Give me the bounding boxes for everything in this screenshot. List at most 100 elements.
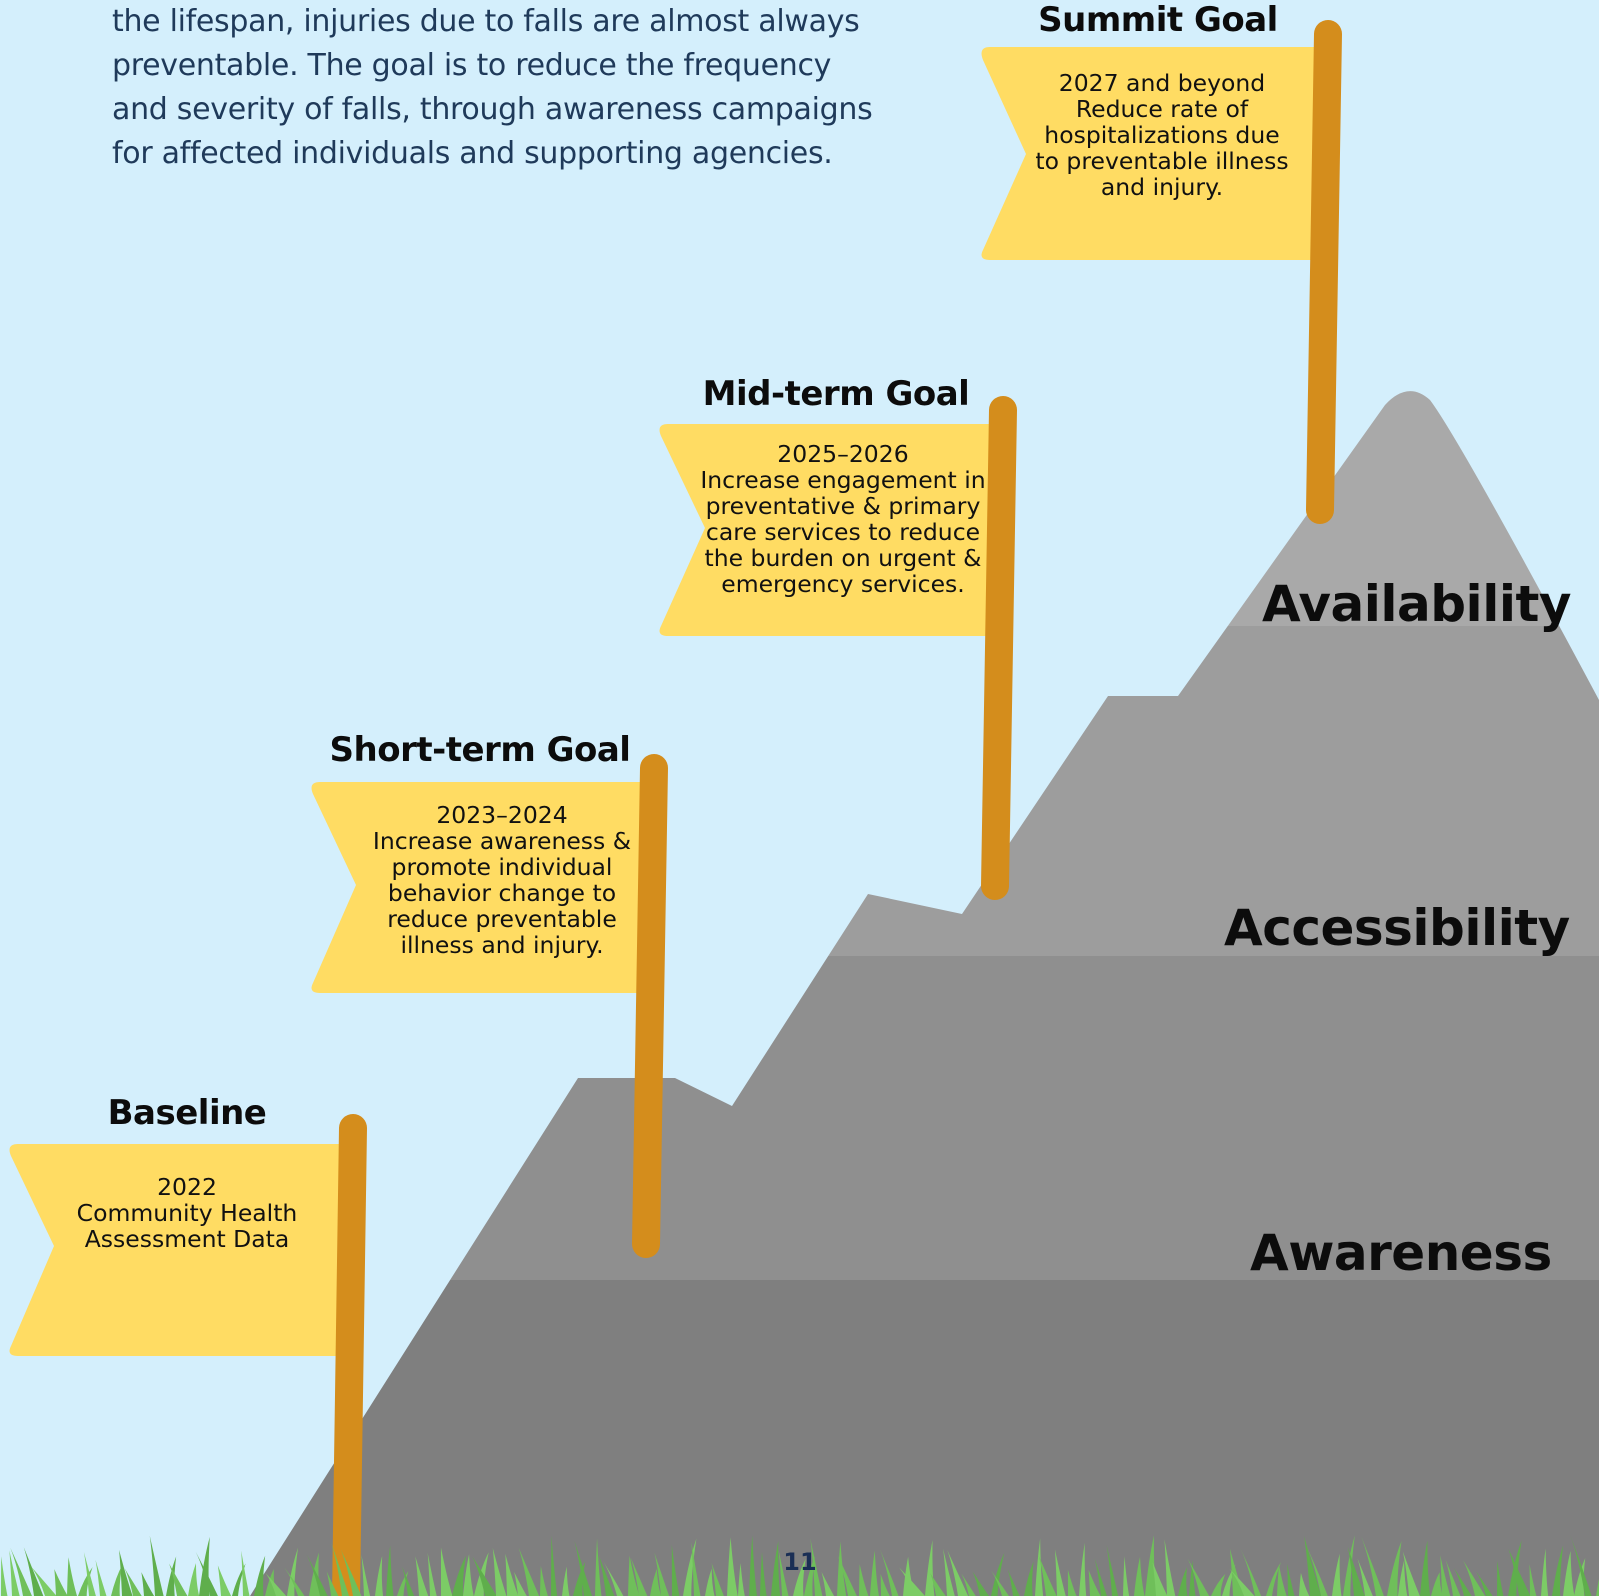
- short-term-goal-line: Increase awareness &: [372, 827, 632, 855]
- grass-blade: [188, 1563, 200, 1596]
- mid-term-goal-line: preventative & primary: [705, 492, 981, 520]
- grass-blade: [551, 1535, 558, 1596]
- grass-blade: [1287, 1563, 1295, 1596]
- grass-blade: [930, 1573, 946, 1596]
- grass-blade: [1088, 1569, 1101, 1596]
- grass-blade: [402, 1566, 415, 1596]
- baseline-flag-pole: [332, 1114, 367, 1596]
- short-term-goal-text: 2023–2024 Increase awareness & promote i…: [373, 802, 631, 958]
- mid-term-goal-line: care services to reduce: [705, 518, 981, 546]
- short-term-flag: [311, 754, 668, 1258]
- grass-blade: [265, 1573, 287, 1596]
- grass-blade: [880, 1573, 890, 1596]
- grass-blade: [284, 1567, 305, 1596]
- grass-blade: [141, 1572, 155, 1596]
- grass-blade: [602, 1560, 624, 1596]
- grass-blade: [1094, 1558, 1108, 1596]
- grass-blade: [331, 1542, 349, 1596]
- mid-term-flag-pole: [981, 396, 1017, 900]
- mid-term-goal-text: 2025–2026 Increase engagement in prevent…: [700, 441, 985, 597]
- mid-term-flag: [659, 396, 1017, 900]
- grass-blade: [492, 1547, 507, 1596]
- grass-blade: [598, 1554, 615, 1596]
- grass-blade: [287, 1547, 299, 1596]
- grass-blade: [1067, 1569, 1077, 1596]
- grass-blade: [1431, 1572, 1443, 1596]
- grass-blade: [1529, 1564, 1537, 1596]
- grass-blade: [375, 1555, 384, 1596]
- grass-blade: [124, 1568, 142, 1596]
- grass-blade: [254, 1555, 266, 1596]
- grass-blade: [1445, 1559, 1461, 1596]
- grass: [1, 1534, 1599, 1596]
- grass-blade: [1187, 1558, 1210, 1596]
- grass-blade: [1, 1556, 8, 1596]
- short-term-goal-line: promote individual: [391, 853, 613, 881]
- grass-blade: [1570, 1534, 1592, 1596]
- grass-blade: [821, 1571, 835, 1596]
- tier-accessibility: Accessibility: [1224, 899, 1570, 957]
- grass-blade: [169, 1563, 188, 1596]
- mid-term-goal-line: the burden on urgent &: [704, 544, 982, 572]
- baseline-line: Assessment Data: [84, 1225, 290, 1253]
- grass-blade: [1164, 1539, 1176, 1596]
- short-term-flag-pole: [632, 754, 668, 1258]
- grass-blade: [1387, 1540, 1402, 1596]
- grass-blade: [1266, 1562, 1281, 1596]
- grass-blade: [1306, 1545, 1328, 1596]
- grass-blade: [540, 1565, 548, 1596]
- grass-blade: [9, 1550, 20, 1596]
- grass-blade: [628, 1555, 640, 1596]
- grass-blade: [947, 1550, 969, 1596]
- intro-line: and severity of falls, through awareness…: [112, 92, 873, 127]
- grass-blade: [1229, 1568, 1255, 1596]
- grass-blade: [1145, 1535, 1157, 1596]
- grass-blade: [1402, 1551, 1420, 1596]
- grass-blade: [810, 1538, 823, 1596]
- short-term-goal-title: Short-term Goal: [329, 730, 631, 770]
- grass-blade: [1420, 1540, 1431, 1596]
- grass-blade: [111, 1564, 123, 1596]
- grass-blade: [1440, 1555, 1451, 1596]
- grass-blade: [705, 1568, 715, 1596]
- baseline-year: 2022: [157, 1173, 217, 1201]
- grass-blade: [241, 1550, 250, 1596]
- grass-blade: [595, 1538, 602, 1596]
- grass-blade: [1038, 1555, 1057, 1596]
- grass-blade: [749, 1535, 758, 1596]
- grass-blade: [671, 1544, 680, 1596]
- short-term-goal-line: reduce preventable: [387, 905, 617, 933]
- grass-blade: [1229, 1548, 1245, 1596]
- mid-term-goal-title: Mid-term Goal: [702, 374, 970, 414]
- grass-blade: [991, 1552, 1005, 1596]
- grass-blade: [1508, 1548, 1531, 1596]
- grass-blade: [195, 1551, 218, 1596]
- grass-blade: [1552, 1545, 1564, 1596]
- grass-blade: [771, 1540, 781, 1596]
- grass-blade: [943, 1548, 955, 1596]
- short-term-flag-banner: [311, 782, 652, 993]
- grass-blade: [1361, 1536, 1384, 1596]
- grass-blade: [1079, 1542, 1087, 1596]
- grass-blade: [793, 1558, 806, 1596]
- grass-blade: [1189, 1560, 1196, 1596]
- grass-blade: [518, 1547, 540, 1596]
- grass-blade: [1152, 1561, 1168, 1596]
- tier-awareness: Awareness: [1250, 1224, 1552, 1282]
- baseline-flag: [9, 1114, 367, 1596]
- grass-blade: [452, 1555, 467, 1596]
- grass-blade: [361, 1554, 371, 1596]
- grass-blade: [972, 1571, 989, 1596]
- grass-blade: [1463, 1560, 1486, 1596]
- grass-blade: [83, 1552, 96, 1596]
- grass-blade: [1134, 1556, 1145, 1596]
- grass-blade: [1541, 1548, 1549, 1596]
- grass-blade: [440, 1547, 453, 1596]
- grass-blade: [1024, 1561, 1034, 1596]
- grass-blade: [574, 1540, 593, 1596]
- grass-blade: [1178, 1567, 1188, 1596]
- grass-blade: [562, 1566, 570, 1596]
- short-term-goal-line: behavior change to: [387, 879, 617, 907]
- grass-blade: [1563, 1550, 1575, 1596]
- summit-goal-line: Reduce rate of: [1075, 95, 1249, 123]
